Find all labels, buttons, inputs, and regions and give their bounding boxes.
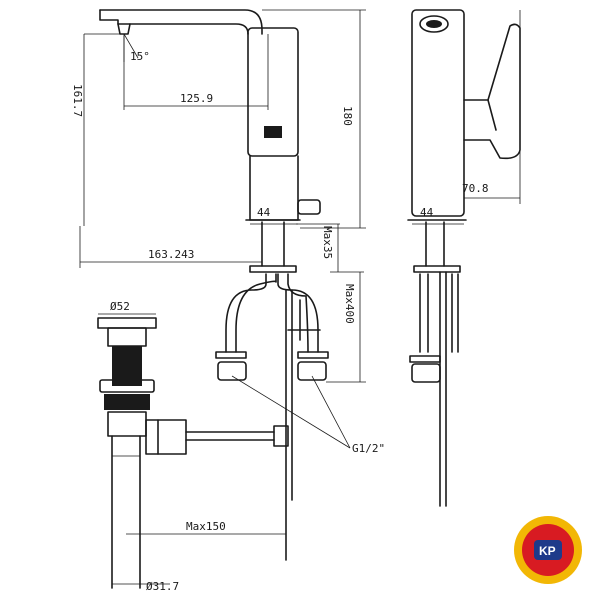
thread-label: G1/2": [352, 442, 385, 455]
faucet-front-view: [99, 9, 329, 561]
drain-assembly: [97, 317, 289, 589]
max400-label: Max400: [343, 284, 356, 324]
drain-dia-bottom-label: Ø31.7: [146, 580, 179, 593]
dimension-lines: [79, 9, 521, 585]
logo-text: KP: [539, 544, 556, 558]
brand-logo: KP: [514, 516, 582, 584]
base-side-label: 44: [420, 206, 434, 219]
faucet-side-view: [407, 9, 521, 507]
reach-label: 125.9: [180, 92, 213, 105]
height-total-label: 180: [341, 106, 354, 126]
max150-label: Max150: [186, 520, 226, 533]
max35-label: Max35: [321, 226, 334, 259]
side-depth-label: 70.8: [462, 182, 489, 195]
base-front-label: 44: [257, 206, 271, 219]
drain-dia-top-label: Ø52: [110, 300, 130, 313]
angle-label: 15°: [130, 50, 150, 63]
overall-width-label: 163.243: [148, 248, 194, 261]
height-left-label: 161.7: [71, 84, 84, 117]
brand-badge: [264, 126, 282, 138]
